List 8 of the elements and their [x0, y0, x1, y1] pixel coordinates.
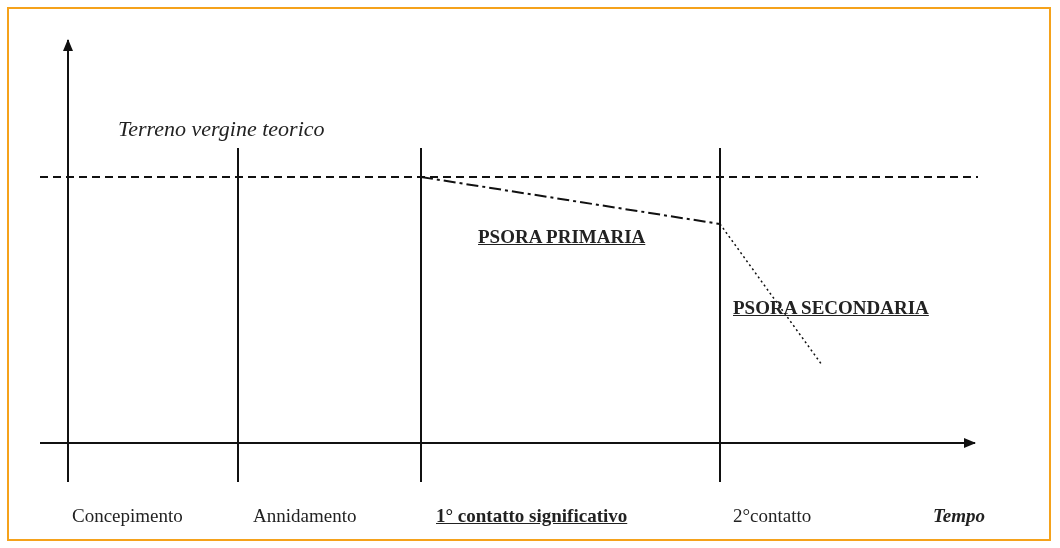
axis-label: 1° contatto significativo [436, 506, 628, 525]
axis-label: Annidamento [253, 506, 357, 525]
curve-label: Terreno vergine teorico [118, 118, 325, 140]
axis-label: 2°contatto [733, 506, 812, 525]
phase-label: PSORA SECONDARIA [733, 298, 929, 317]
axis-label: Concepimento [72, 506, 183, 525]
phase-label: PSORA PRIMARIA [478, 227, 646, 246]
axis-title: Tempo [933, 506, 986, 525]
